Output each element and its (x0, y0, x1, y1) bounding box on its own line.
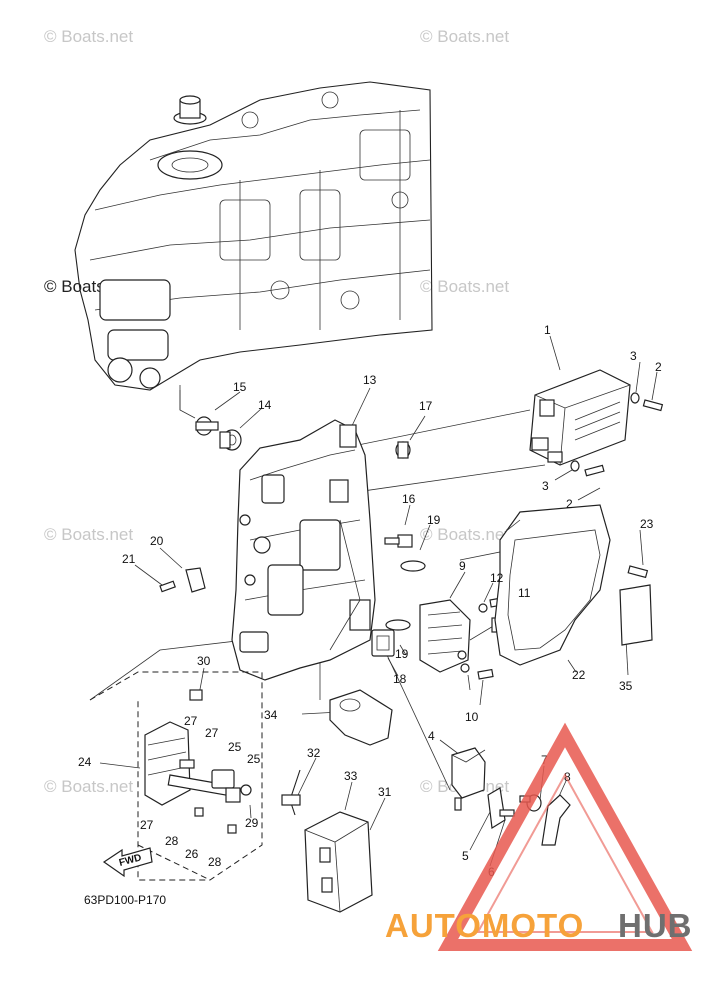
callout-8: 8 (564, 770, 571, 784)
bolt-10 (467, 668, 494, 691)
callout-28: 28 (165, 834, 179, 848)
bolt-23 (627, 565, 649, 579)
callout-4: 4 (428, 729, 435, 743)
logo-text-hub: HUB (618, 907, 693, 944)
callout-labels: 1 2 3 3 2 4 5 6 7 8 9 10 11 12 13 14 15 … (78, 323, 662, 879)
callout-34: 34 (264, 708, 278, 722)
electrical-bracket-plate (231, 419, 376, 681)
callout-11: 11 (518, 586, 531, 600)
small-parts-25-30 (179, 689, 252, 834)
callout-9: 9 (459, 559, 466, 573)
watermark: © Boats.net (420, 27, 509, 46)
logo-text-automoto: AUTOMOTO (385, 907, 584, 944)
automotohub-logo: AUTOMOTO HUB (385, 722, 693, 951)
callout-24: 24 (78, 755, 92, 769)
callout-10: 10 (465, 710, 479, 724)
callout-22: 22 (572, 668, 586, 682)
callout-26: 26 (185, 847, 199, 861)
fuse-box-31-33 (304, 811, 373, 913)
callout-32: 32 (307, 746, 321, 760)
logo-triangle (437, 722, 693, 951)
callout-33: 33 (344, 769, 358, 783)
callout-15: 15 (233, 380, 247, 394)
callout-13: 13 (363, 373, 377, 387)
callout-27: 27 (205, 726, 219, 740)
wire-32 (281, 769, 301, 816)
engine-block-drawing (74, 81, 433, 419)
diagram-code: 63PD100-P170 (84, 893, 166, 907)
callout-16: 16 (402, 492, 416, 506)
callout-28: 28 (208, 855, 222, 869)
callout-27: 27 (140, 818, 154, 832)
callout-19: 19 (395, 647, 409, 661)
callout-20: 20 (150, 534, 164, 548)
callout-17: 17 (419, 399, 433, 413)
callout-3: 3 (630, 349, 637, 363)
callout-30: 30 (197, 654, 211, 668)
ignition-coil-24 (144, 721, 230, 806)
callout-14: 14 (258, 398, 272, 412)
bolt-and-washer-top (570, 392, 664, 477)
callout-25: 25 (247, 752, 261, 766)
callout-12: 12 (490, 571, 504, 585)
rectifier-regulator (419, 599, 503, 673)
callout-21: 21 (122, 552, 136, 566)
grommets (195, 416, 242, 451)
small-bracket-20 (159, 567, 206, 593)
label-35 (619, 584, 653, 646)
connector-18 (371, 629, 395, 657)
watermark: © Boats.net (420, 277, 509, 296)
callout-18: 18 (393, 672, 407, 686)
watermark: © Boats.net (420, 525, 509, 544)
electrical-cover-22 (494, 504, 611, 666)
callout-2: 2 (655, 360, 662, 374)
callout-19: 19 (427, 513, 441, 527)
bracket-34 (329, 689, 393, 746)
callout-35: 35 (619, 679, 633, 693)
watermark: © Boats.net (44, 777, 133, 796)
grommet-17 (395, 441, 411, 459)
callout-31: 31 (378, 785, 392, 799)
callout-23: 23 (640, 517, 654, 531)
watermark: © Boats.net (44, 27, 133, 46)
callout-5: 5 (462, 849, 469, 863)
relay-4 (451, 747, 486, 811)
fwd-arrow: FWD (102, 847, 153, 878)
watermark: © Boats.net (44, 525, 133, 544)
callout-1: 1 (544, 323, 551, 337)
callout-29: 29 (245, 816, 259, 830)
bolt-16-and-clamps (384, 534, 426, 631)
callout-25: 25 (228, 740, 242, 754)
callout-27: 27 (184, 714, 198, 728)
callout-2: 2 (566, 497, 573, 511)
callout-3: 3 (542, 479, 549, 493)
ecu-module (529, 369, 631, 466)
